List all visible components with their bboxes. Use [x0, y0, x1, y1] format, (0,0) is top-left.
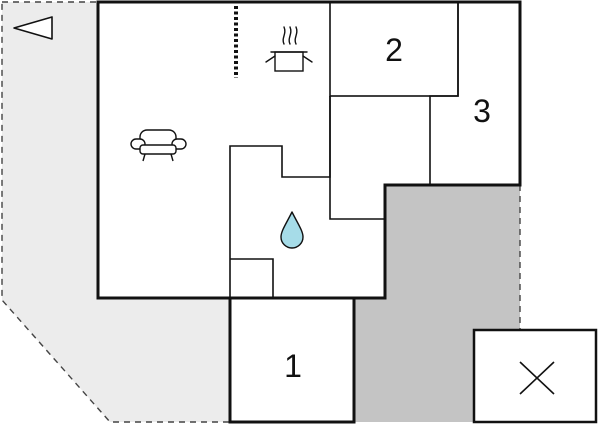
wall-living [229, 96, 331, 298]
room-1-label: 1 [284, 348, 302, 384]
water-drop-icon [280, 211, 304, 249]
x-mark-icon [519, 361, 555, 395]
terrace-area [1, 1, 231, 423]
house-outline [96, 0, 522, 300]
triangle-pointer-icon [13, 16, 53, 40]
room-1 [228, 296, 356, 424]
wall-closet [230, 258, 274, 298]
covered-area [354, 185, 520, 422]
wall-hall [329, 96, 385, 220]
wall-room-3 [429, 2, 459, 185]
sofa-icon [130, 129, 187, 162]
room-3-label: 3 [473, 93, 491, 129]
outbuilding [472, 328, 598, 424]
room-2-label: 2 [385, 32, 403, 68]
cooking-pot-icon [265, 26, 313, 72]
